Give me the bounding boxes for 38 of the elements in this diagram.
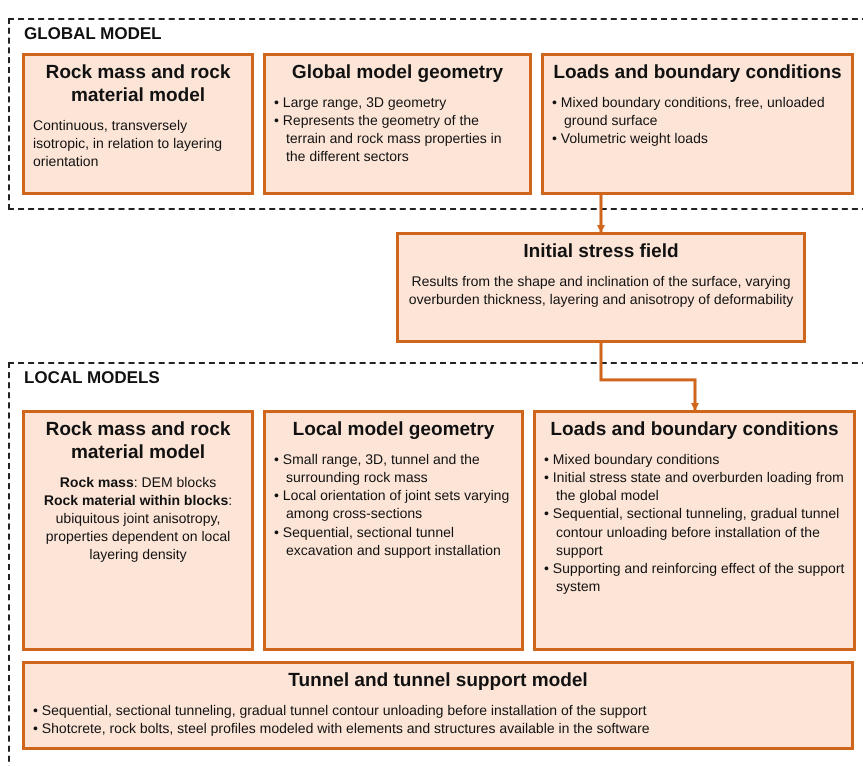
bullet-item: • Sequential, sectional tunnel excavation and support installation: [274, 522, 502, 559]
process-box: [396, 232, 806, 343]
box-heading: Local model geometry: [292, 419, 496, 442]
bullet-item: • Initial stress state and overburden loading from the global model: [544, 468, 845, 504]
bullet-item: • Mixed boundary conditions: [544, 450, 720, 468]
group-heading: GLOBAL MODEL: [24, 24, 162, 44]
model-box: [263, 53, 532, 195]
body-text: Rock material within blocks: ubiquitous joint anisotropy, properties dependent on local layering density: [42, 490, 234, 564]
box-heading: Tunnel and tunnel support model: [287, 670, 589, 693]
model-box: [22, 53, 254, 195]
box-heading: Loads and boundary conditions: [552, 62, 843, 85]
box-heading: Loads and boundary conditions: [549, 419, 840, 442]
bullet-item: • Large range, 3D geometry: [274, 92, 448, 111]
arrow: [600, 343, 699, 411]
model-box: [533, 410, 856, 651]
box-heading: Global model geometry: [290, 62, 504, 85]
model-box: [22, 661, 854, 750]
bullet-item: • Represents the geometry of the terrain and rock mass properties in the different sectors: [274, 110, 503, 166]
model-box: [22, 410, 254, 651]
box-heading: Initial stress field: [522, 241, 680, 264]
group-heading: LOCAL MODELS: [24, 368, 160, 388]
bullet-item: • Mixed boundary conditions, free, unloaded ground surface: [552, 92, 826, 130]
arrow: [597, 195, 605, 233]
bullet-item: • Local orientation of joint sets varying among cross-sections: [274, 486, 510, 523]
model-box: [541, 53, 854, 195]
bullet-item: • Supporting and reinforcing effect of the support system: [544, 558, 845, 596]
box-heading: Rock mass and rock material model: [44, 62, 232, 108]
dashed-group-frame: [8, 18, 863, 210]
body-text: Rock mass: DEM blocks: [58, 472, 218, 491]
body-text: Results from the shape and inclination of the surface, varying overburden thickness, layering and anisotropy of deformability: [408, 272, 794, 308]
model-box: [263, 410, 524, 651]
bullet-item: • Sequential, sectional tunneling, gradual tunnel contour unloading before installation of the support: [33, 700, 648, 719]
bullet-item: • Shotcrete, rock bolts, steel profiles modeled with elements and structures available in the software: [33, 718, 651, 738]
bullet-item: • Volumetric weight loads: [552, 129, 709, 148]
box-heading: Rock mass and rock material model: [44, 419, 232, 465]
bullet-item: • Sequential, sectional tunneling, gradual tunnel contour unloading before installation of the support: [544, 504, 840, 559]
body-text: Continuous, transversely isotropic, in relation to layering orientation: [33, 116, 224, 170]
bullet-item: • Small range, 3D, tunnel and the surrounding rock mass: [274, 450, 481, 486]
